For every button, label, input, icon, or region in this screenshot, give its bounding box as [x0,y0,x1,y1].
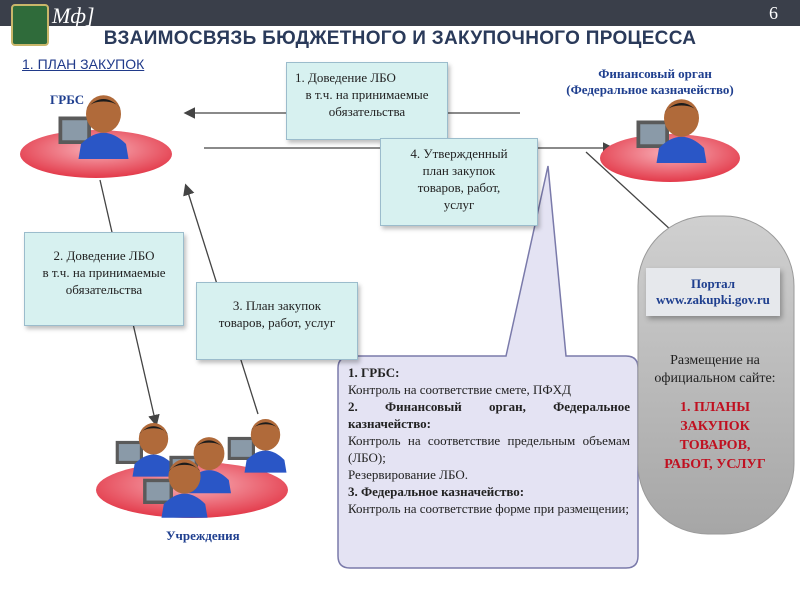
note-step-4-line1: 4. Утвержденный [410,146,508,161]
grbs-label: ГРБС [50,92,85,107]
note-step-4: 4. Утвержденный план закупок товаров, ра… [380,138,538,226]
note-step-1: 1. Доведение ЛБО в т.ч. на принимаемые о… [286,62,448,140]
callout-heading-grbs: 1. ГРБС: [348,365,400,380]
callout-text-reserve: Резервирование ЛБО. [348,467,468,482]
note-step-1-line3: обязательства [328,104,406,119]
callout-heading-finance: 2. Финансовый орган, Федеральное казначе… [348,399,630,431]
ministry-logo [11,4,49,46]
plan-line2: ЗАКУПОК [680,419,750,434]
note-step-3: 3. План закупок товаров, работ, услуг [196,282,358,360]
callout-text-grbs: Контроль на соответствие смете, ПФХД [348,382,571,397]
page-number: 6 [769,3,778,23]
plan-line4: РАБОТ, УСЛУГ [664,457,766,472]
plan-line1: 1. ПЛАНЫ [679,400,751,415]
finance-label-line1: Финансовый орган [598,66,712,81]
callout-heading-treasury: 3. Федеральное казначейство: [348,484,525,499]
institution-person-icon-2 [227,419,287,473]
plan-line3: ТОВАРОВ, [679,438,751,453]
control-callout-text: 1. ГРБС: Контроль на соответствие смете,… [348,364,630,517]
callout-text-form: Контроль на соответствие форме при разме… [348,501,629,516]
note-step-3-line2: товаров, работ, услуг [218,315,336,330]
institution-person-icon-1 [115,423,175,477]
note-step-1-line2: в т.ч. на принимаемые [305,87,429,102]
arrow-finance-to-portal [585,151,686,244]
finance-label-line2: (Федеральное казначейство) [566,82,734,97]
portal-box: Портал www.zakupki.gov.ru [646,268,780,316]
section-heading: 1. ПЛАН ЗАКУПОК [22,56,145,72]
note-step-2-line2: в т.ч. на принимаемые [42,265,166,280]
procurement-plans-text: 1. ПЛАНЫ ЗАКУПОК ТОВАРОВ, РАБОТ, УСЛУГ [640,398,790,474]
logo-text: Мф] [52,3,95,28]
note-step-3-line1: 3. План закупок [232,298,322,313]
portal-url: www.zakupki.gov.ru [656,292,770,307]
note-step-1-line1: 1. Доведение ЛБО [295,70,396,85]
top-bar [0,0,800,26]
portal-label: Портал [690,276,736,291]
note-step-2-line1: 2. Доведение ЛБО [53,248,155,263]
note-step-2-line3: обязательства [65,282,143,297]
note-step-4-line3: товаров, работ, [417,180,501,195]
placement-line1: Размещение на [670,353,760,368]
slide-title: ВЗАИМОСВЯЗЬ БЮДЖЕТНОГО И ЗАКУПОЧНОГО ПРО… [103,28,697,49]
callout-text-limits: Контроль на соответствие предельным объе… [348,433,630,465]
placement-line2: официальном сайте: [654,371,776,386]
control-callout-bubble [337,165,639,569]
note-step-4-line4: услуг [443,197,475,212]
note-step-4-line2: план закупок [422,163,496,178]
note-step-2: 2. Доведение ЛБО в т.ч. на принимаемые о… [24,232,184,326]
institutions-label: Учреждения [166,528,240,543]
